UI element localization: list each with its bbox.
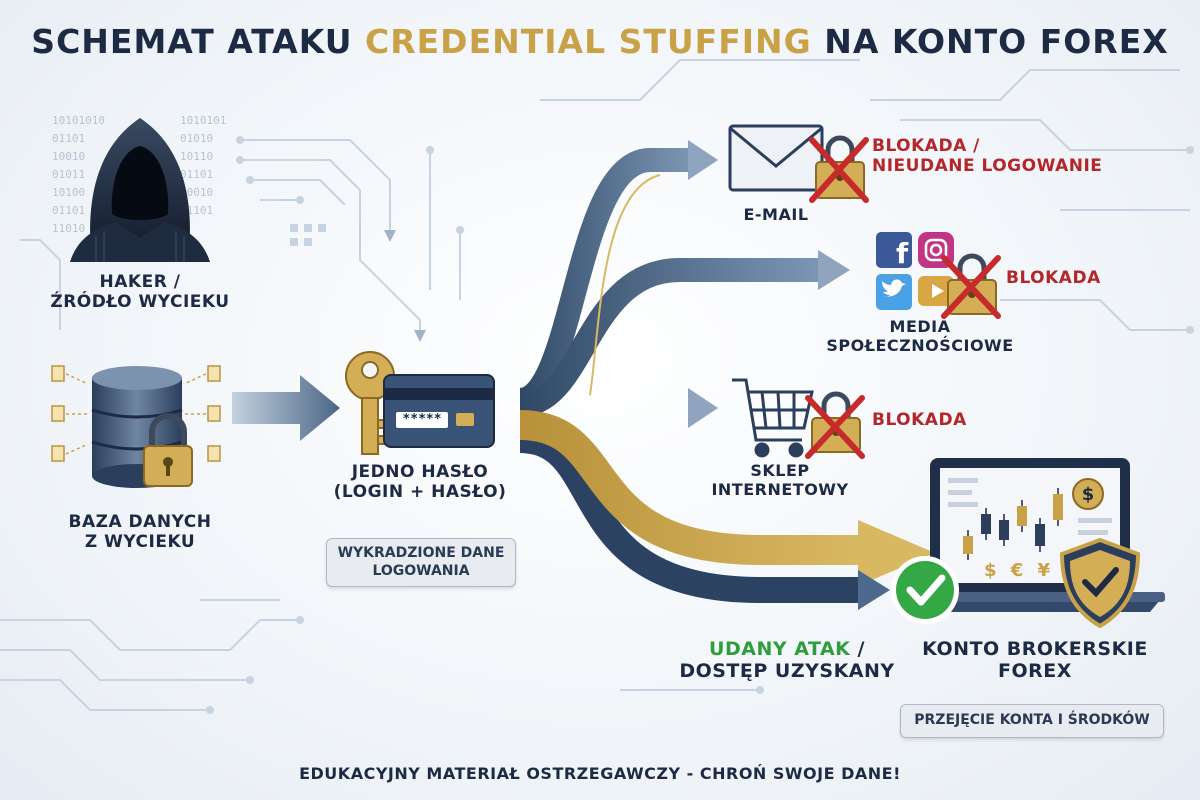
branch-arrows: [517, 148, 860, 603]
dollar-coin: $: [1081, 484, 1095, 505]
forex-label: KONTO BROKERSKIE FOREX: [900, 638, 1170, 683]
database-label: BAZA DANYCH Z WYCIEKU: [40, 512, 240, 552]
credential-label-line2: (LOGIN + HASŁO): [333, 482, 507, 503]
title-suffix: NA KONTO FOREX: [824, 22, 1169, 61]
account-takeover-badge: PRZEJĘCIE KONTA I ŚRODKÓW: [900, 704, 1164, 738]
stolen-data-badge: WYKRADZIONE DANE LOGOWANIA: [326, 538, 516, 587]
block-x-icon: [941, 253, 1001, 319]
currency-symbols: $ € ¥: [983, 560, 1055, 581]
email-status-line2: NIEUDANE LOGOWANIE: [872, 156, 1103, 177]
title-prefix: SCHEMAT ATAKU: [31, 22, 353, 61]
svg-text:01101: 01101: [52, 204, 85, 217]
hacker-label-line1: HAKER /: [99, 272, 181, 292]
hacker-label-line2: ŹRÓDŁO WYCIEKU: [50, 292, 230, 313]
svg-text:01101: 01101: [52, 132, 85, 145]
envelope-icon: [728, 124, 824, 192]
block-x-icon: [809, 135, 869, 203]
shop-label-line2: INTERNETOWY: [711, 479, 849, 499]
twitter-icon: [876, 274, 912, 310]
success-label-line1: UDANY ATAK /: [668, 638, 906, 660]
social-label-line2: SPOŁECZNOŚCIOWE: [826, 335, 1014, 355]
forex-label-line1: KONTO BROKERSKIE: [922, 638, 1148, 660]
lock-icon: [143, 413, 193, 487]
svg-text:10010: 10010: [180, 186, 213, 199]
footer-note: EDUKACYJNY MATERIAŁ OSTRZEGAWCZY - CHROŃ…: [299, 764, 901, 783]
svg-text:10010: 10010: [52, 150, 85, 163]
svg-text:f: f: [896, 237, 909, 270]
shopping-cart-icon: [732, 378, 814, 458]
database-label-line2: Z WYCIEKU: [84, 532, 196, 553]
success-label-line2: DOSTĘP UZYSKANY: [679, 660, 895, 683]
hacker-icon: 10101010 01101 10010 01011 10100 01101 1…: [52, 114, 226, 262]
svg-text:01010: 01010: [180, 132, 213, 145]
hacker-label: HAKER / ŹRÓDŁO WYCIEKU: [50, 272, 230, 312]
masked-password: *****: [402, 412, 442, 427]
credit-card-icon: [383, 374, 495, 448]
email-status: BLOKADA / NIEUDANE LOGOWANIE: [872, 136, 1122, 176]
facebook-icon: f: [876, 232, 912, 270]
down-arrows: [384, 230, 426, 342]
svg-text:11010: 11010: [52, 222, 85, 235]
success-label: UDANY ATAK / DOSTĘP UZYSKANY: [668, 638, 906, 683]
svg-text:1010101: 1010101: [180, 114, 226, 127]
stolen-data-badge-line1: WYKRADZIONE DANE: [337, 545, 505, 561]
shop-label-line1: SKLEP: [750, 461, 810, 480]
stolen-data-badge-line2: LOGOWANIA: [372, 562, 470, 579]
svg-text:10110: 10110: [180, 150, 213, 163]
circuit-traces: [0, 59, 1190, 711]
shield-check-icon: [1059, 537, 1141, 629]
email-label: E-MAIL: [743, 205, 809, 224]
social-label: MEDIA SPOŁECZNOŚCIOWE: [810, 317, 1030, 356]
credential-label-line1: JEDNO HASŁO: [351, 462, 489, 482]
page-title: SCHEMAT ATAKU CREDENTIAL STUFFING NA KON…: [0, 22, 1200, 61]
social-label-line1: MEDIA: [889, 317, 951, 336]
checkmark-icon: [891, 556, 959, 624]
social-status: BLOKADA: [1006, 268, 1101, 288]
shop-status: BLOKADA: [872, 410, 967, 430]
success-highlight: UDANY ATAK: [709, 638, 851, 660]
svg-text:10101010: 10101010: [52, 114, 105, 127]
email-status-line1: BLOKADA /: [872, 136, 980, 156]
title-accent: CREDENTIAL STUFFING: [365, 22, 812, 61]
shop-label: SKLEP INTERNETOWY: [690, 461, 870, 500]
database-icon: [51, 365, 221, 488]
success-slash: /: [850, 638, 865, 660]
credential-label: JEDNO HASŁO (LOGIN + HASŁO): [320, 462, 520, 502]
svg-text:10100: 10100: [52, 186, 85, 199]
svg-text:01011: 01011: [52, 168, 85, 181]
youtube-icon: [918, 276, 954, 306]
database-label-line1: BAZA DANYCH: [68, 512, 212, 532]
svg-text:01101: 01101: [180, 168, 213, 181]
block-x-icon: [805, 391, 865, 459]
incoming-arrow: [232, 375, 340, 441]
forex-label-line2: FOREX: [998, 660, 1072, 683]
